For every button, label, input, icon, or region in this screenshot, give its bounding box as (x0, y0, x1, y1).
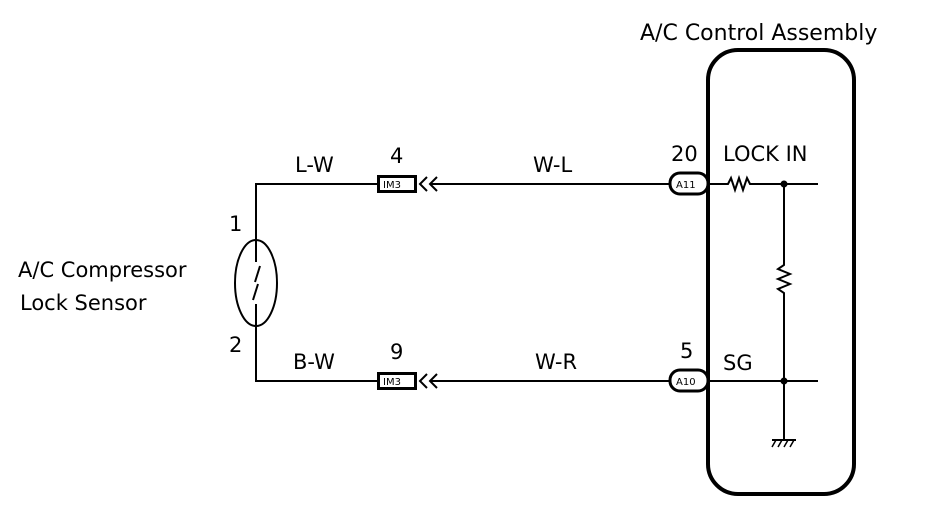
ground-icon (771, 439, 796, 448)
wire-label-lw: L-W (295, 153, 334, 177)
wire-label-wr: W-R (535, 350, 577, 374)
junction-id-top: IM3 (383, 180, 401, 191)
sensor-pin-1: 1 (229, 212, 242, 236)
sensor-label-line1: A/C Compressor (18, 258, 187, 282)
assembly-title: A/C Control Assembly (640, 21, 877, 46)
junction-id-bottom: IM3 (383, 377, 401, 388)
signal-sg: SG (723, 351, 753, 375)
wire-label-bw: B-W (293, 350, 335, 374)
connector-a10-id: A10 (676, 377, 696, 388)
connector-arrow-icon (418, 373, 438, 389)
pullup-resistor-icon (775, 184, 793, 380)
wire-label-wl: W-L (533, 153, 572, 177)
wire-top-left (255, 183, 377, 240)
connector-arrow-icon (418, 176, 438, 192)
junction-pin-bottom: 9 (390, 340, 403, 364)
junction-pin-top: 4 (390, 144, 403, 168)
control-assembly-box (706, 48, 856, 496)
sensor-label-line2: Lock Sensor (20, 291, 147, 315)
connector-a10-pin: 5 (680, 339, 693, 363)
resistor-icon (708, 174, 818, 194)
connector-a11-id: A11 (676, 180, 696, 191)
sensor-switch-icon (252, 240, 261, 326)
signal-lock-in: LOCK IN (723, 142, 808, 166)
connector-a11-pin: 20 (671, 142, 698, 166)
wire-bottom-left (255, 326, 377, 382)
sensor-pin-2: 2 (229, 333, 242, 357)
